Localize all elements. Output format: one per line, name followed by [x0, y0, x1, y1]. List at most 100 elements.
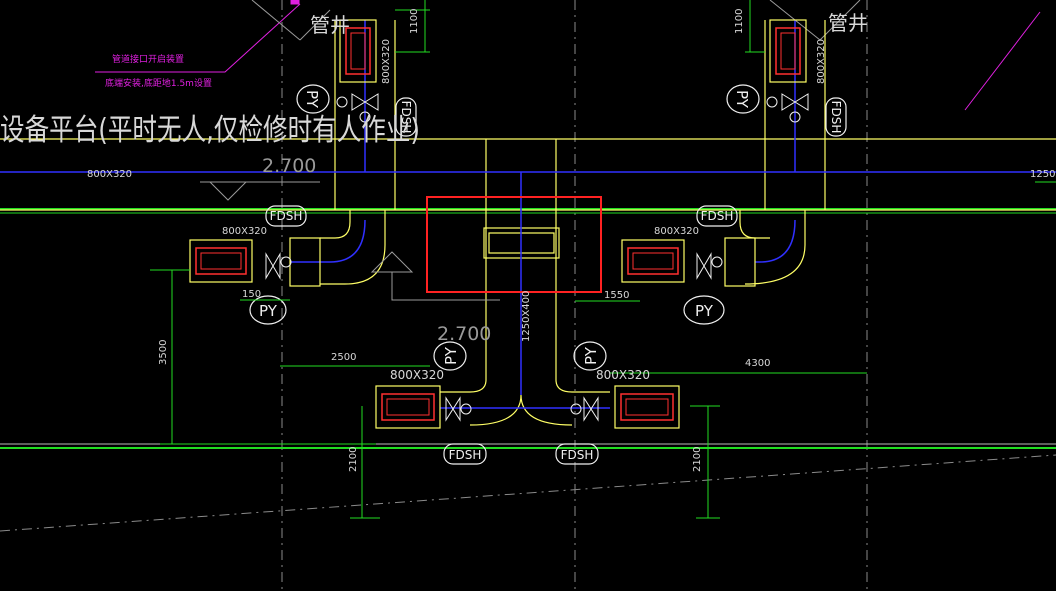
elevation-marker-lower: [370, 251, 500, 301]
fdsh-bubble: [696, 205, 738, 227]
unit-coil-inner: [632, 252, 674, 270]
note-line-1: 管道接口开启装置: [112, 53, 184, 65]
unit-coil: [775, 27, 801, 75]
duct-size-lower-right: 800X320: [596, 368, 650, 382]
elevation-markers: [200, 181, 500, 301]
hatch-line: [819, 0, 861, 41]
tag-fdsh-mid-left: FDSH: [270, 209, 303, 223]
lower-tee-right: [555, 379, 610, 393]
valve-actuator-icon: [766, 96, 778, 108]
valve-icon: [583, 396, 599, 422]
elbow-right-inner: [739, 210, 770, 239]
py-bubble: [249, 295, 287, 325]
tag-py-mid-right: PY: [695, 302, 714, 320]
valve-icon: [351, 93, 379, 111]
tag-bubbles: [249, 84, 847, 465]
dim-text-2100-left: 2100: [348, 447, 359, 472]
tag-fdsh-low-left: FDSH: [449, 448, 482, 462]
tag-py-mid-left: PY: [259, 302, 278, 320]
tag-py-low-left: PY: [442, 346, 460, 365]
py-bubble: [726, 84, 760, 114]
fdsh-bubble: [265, 205, 307, 227]
elbow-left-outer: [320, 210, 386, 285]
unit-coil: [345, 27, 371, 75]
tag-fdsh-top-left: FDSH: [399, 101, 413, 134]
fdsh-bubble: [443, 443, 487, 465]
unit-top-right[interactable]: [769, 19, 807, 83]
unit-plenum: [289, 237, 321, 287]
py-bubble: [296, 84, 330, 114]
tag-fdsh-top-right: FDSH: [829, 101, 843, 134]
platform-note: 设备平台(平时无人,仅检修时有人作业): [0, 113, 420, 148]
unit-coil-inner: [200, 252, 242, 270]
fdsh-bubble: [555, 443, 599, 465]
duct-size-lower-left: 800X320: [390, 368, 444, 382]
pipe-centerlines: [0, 20, 1056, 409]
note-line-2: 底端安装,底距地1.5m设置: [105, 77, 212, 89]
fdsh-bubble: [395, 97, 417, 137]
magenta-leaders: [95, 0, 1041, 111]
valve-actuator-icon: [359, 111, 371, 123]
highlight-box[interactable]: [426, 196, 602, 293]
duct-size-unit-right: 800X320: [654, 226, 699, 237]
unit-plenum: [724, 237, 756, 287]
valve-actuator-icon: [460, 403, 472, 415]
elevation-lower: 2.700: [437, 323, 491, 345]
unit-mid-left[interactable]: [189, 237, 321, 287]
valve-icon: [265, 252, 281, 280]
hatch-line: [299, 9, 331, 41]
duct-size-main-left: 800X320: [87, 169, 132, 180]
unit-coil: [620, 393, 674, 421]
unit-coil-inner: [386, 398, 430, 416]
unit-low-right[interactable]: [614, 385, 680, 429]
unit-frame: [769, 19, 807, 83]
elevation-upper: 2.700: [262, 155, 316, 177]
unit-frame: [621, 239, 685, 283]
dim-text-1550: 1550: [604, 290, 629, 301]
dim-text-3500: 3500: [158, 340, 169, 365]
shaft-label-left: 管井: [310, 13, 350, 37]
dim-text-1100-left: 1100: [409, 9, 420, 34]
lower-tee-left: [440, 379, 487, 393]
unit-coil-inner: [625, 398, 669, 416]
valve-actuator-icon: [711, 256, 723, 268]
valve-actuator-icon: [789, 111, 801, 123]
dim-text-1100-right: 1100: [734, 9, 745, 34]
note-leader: [95, 3, 301, 73]
tag-py-top-right: PY: [733, 90, 751, 109]
tag-py-low-right: PY: [582, 346, 600, 365]
hatch-line: [251, 0, 301, 41]
unit-low-left[interactable]: [375, 385, 441, 429]
py-bubble: [573, 341, 607, 371]
elbow-right-outer: [744, 210, 806, 285]
ducts: [0, 20, 1056, 426]
axis-line-diagonal: [0, 454, 1056, 532]
unit-coil-inner: [350, 32, 366, 70]
fdsh-bubble: [825, 97, 847, 137]
valve-icon: [445, 396, 461, 422]
unit-frame: [614, 385, 680, 429]
diag-leader-right: [964, 11, 1041, 111]
unit-coil: [627, 247, 679, 275]
valve-icon: [696, 252, 712, 280]
elbow-left-inner: [320, 210, 351, 239]
unit-coil: [195, 247, 247, 275]
unit-top-left[interactable]: [339, 19, 377, 83]
tag-py-top-left: PY: [303, 90, 321, 109]
valve-actuator-icon: [570, 403, 582, 415]
dim-text-2100-right: 2100: [692, 447, 703, 472]
valves: [265, 93, 809, 422]
left-unit-centerline: [290, 219, 366, 263]
duct-size-center-riser: 1250X400: [521, 291, 532, 342]
duct-size-riser-right: 800X320: [816, 39, 827, 84]
unit-frame: [189, 239, 253, 283]
unit-coil: [381, 393, 435, 421]
duct-size-unit-left: 800X320: [222, 226, 267, 237]
tag-fdsh-mid-right: FDSH: [701, 209, 734, 223]
lower-tee-bottom: [469, 394, 573, 426]
duct-size-main-right: 1250X: [1030, 169, 1056, 180]
unit-mid-right[interactable]: [621, 237, 756, 287]
unit-frame: [339, 19, 377, 83]
